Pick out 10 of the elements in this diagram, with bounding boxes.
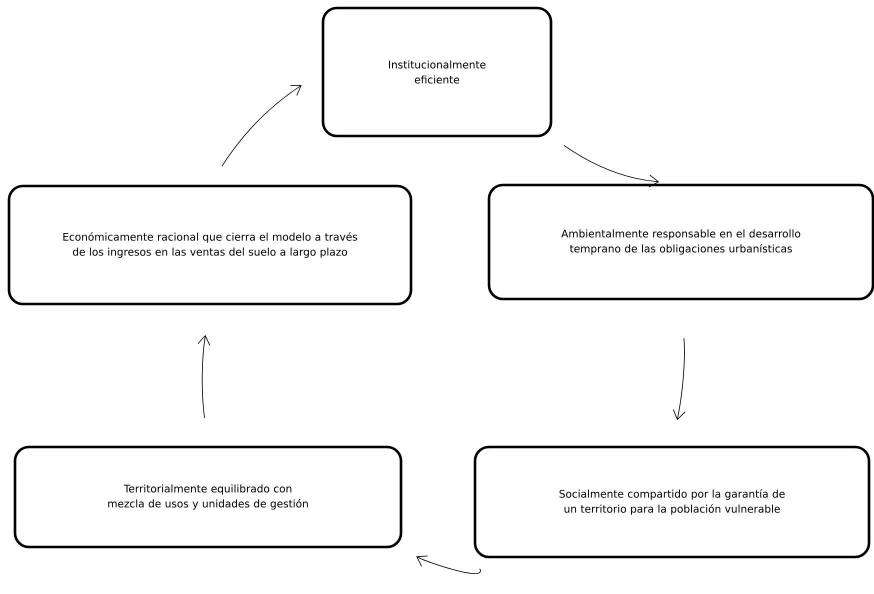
process-box: Socialmente compartido por la garantía de un territorio para la población vulnerable <box>474 446 870 558</box>
arrow <box>416 556 481 574</box>
process-box: Ambientalmente responsable en el desarrollo temprano de las obligaciones urbanísticas <box>488 184 874 300</box>
process-box: Económicamente racional que cierra el modelo a través de los ingresos en las ventas del suelo a largo plazo <box>8 184 412 306</box>
arrow <box>222 85 302 167</box>
process-box: Institucionalmente eficiente <box>322 6 552 138</box>
process-box: Territorialmente equilibrado con mezcla de usos y unidades de gestión <box>14 446 402 548</box>
arrow <box>563 144 660 188</box>
arrow <box>198 334 210 418</box>
arrow <box>672 338 686 420</box>
